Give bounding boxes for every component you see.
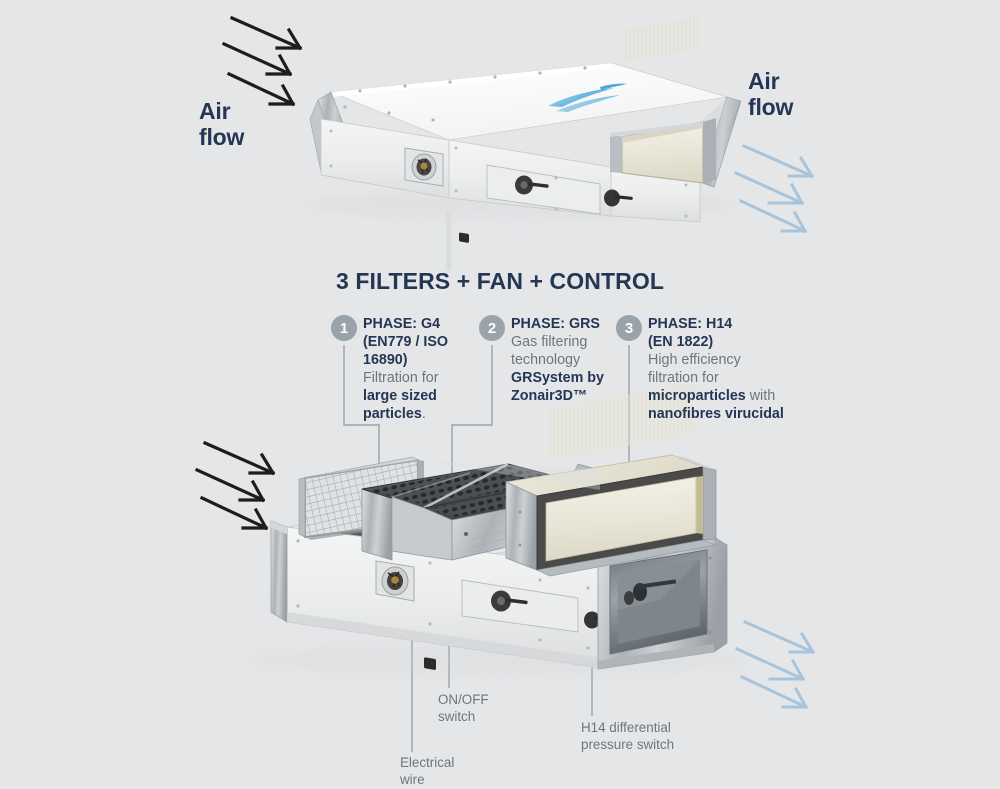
phase-desc-1: Filtration for: [363, 370, 439, 386]
airflow-label-left: Air flow: [199, 98, 245, 150]
access-panel: [404, 147, 444, 187]
phase-callout-2: 2 PHASE: GRS Gas filtering technology GR…: [479, 315, 605, 405]
front-screws-bottom: [296, 539, 590, 650]
phase-desc-2: Gas filtering technology: [511, 334, 588, 368]
control-handle-bottom: [491, 590, 528, 612]
phase-standard-3: (EN 1822): [648, 334, 714, 350]
phase-heading-2: PHASE: GRS: [511, 316, 600, 332]
front-screws: [329, 129, 688, 218]
callout-onoff-switch: ON/OFF switch: [438, 692, 489, 724]
airflow-arrows-in-top: [221, 15, 303, 107]
h14-hepa-filter: [504, 382, 718, 577]
access-panel-bottom: [375, 560, 415, 602]
phase-callout-1: 1 PHASE: G4 (EN779 / ISO 16890) Filtrati…: [331, 315, 453, 423]
phase-standard-1: (EN779 / ISO 16890): [363, 334, 449, 368]
phase-heading-1: PHASE: G4: [363, 316, 441, 332]
airflow-arrows-in-bottom: [194, 440, 276, 531]
phase-heading-3: PHASE: H14: [648, 316, 733, 332]
phase-desc-bold-3: microparticles: [648, 388, 746, 404]
section-title: 3 FILTERS + FAN + CONTROL: [336, 268, 664, 294]
phase-callout-3: 3 PHASE: H14 (EN 1822) High efficiency f…: [616, 315, 786, 423]
brand-logo-icon: [548, 83, 627, 112]
assembled-unit: [305, 16, 742, 272]
phase-badge-3: 3: [616, 315, 642, 341]
outlet-duct: [597, 536, 728, 670]
onoff-switch-icon: [459, 232, 469, 243]
airflow-arrows-out-bottom: [735, 620, 816, 710]
phase-desc-tail-1: .: [421, 406, 426, 422]
exploded-unit: [250, 382, 750, 676]
airflow-arrows-out-top: [734, 144, 815, 234]
callout-electrical-wire: Electrical wire: [400, 755, 455, 787]
onoff-switch-icon-bottom: [424, 657, 436, 670]
phase-desc-bold-2: GRSystem by Zonair3D™: [511, 370, 604, 404]
phase-badge-1: 1: [331, 315, 357, 341]
phase-desc-bold2-3: nanofibres virucidal: [648, 406, 784, 422]
phase-badge-2: 2: [479, 315, 505, 341]
phase-desc-bold-1: large sized particles: [363, 388, 437, 422]
control-handle: [515, 175, 549, 195]
lid-screws: [343, 66, 587, 122]
airflow-label-right: Air flow: [748, 68, 794, 120]
phase-desc-3: High efficiency filtration for: [648, 352, 741, 386]
filter-latch-handle: [604, 189, 633, 207]
callout-h14-pressure-switch: H14 differential pressure switch: [581, 720, 675, 752]
phase-desc-tail-3: with: [745, 388, 776, 404]
